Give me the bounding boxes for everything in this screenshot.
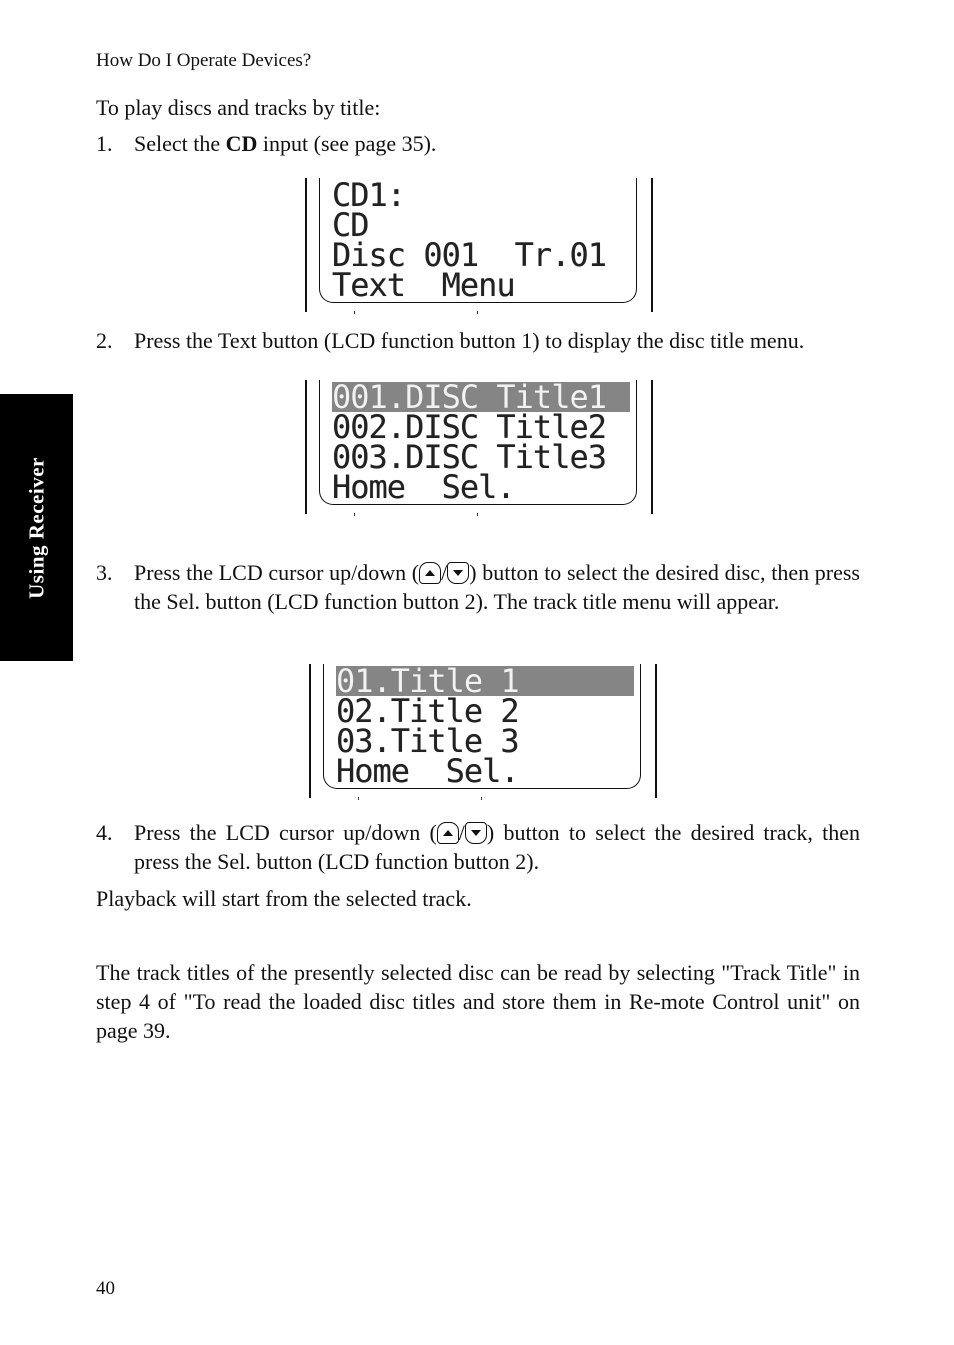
- running-header: How Do I Operate Devices?: [96, 50, 312, 71]
- lcd-display-disc-titles: 001.DISC Title1 002.DISC Title2 003.DISC…: [305, 380, 653, 516]
- step-number: 2.: [96, 328, 113, 353]
- step-1: 1. Select the CD input (see page 35).: [96, 129, 860, 158]
- step-number: 4.: [96, 820, 113, 845]
- function-button-2-mark: [477, 311, 478, 314]
- lcd-function-labels: Text Menu: [332, 266, 516, 304]
- playback-note: Playback will start from the selected tr…: [96, 886, 472, 911]
- lcd-line-selected: 001.DISC Title1: [332, 381, 630, 413]
- function-button-2-mark: [481, 797, 482, 800]
- lcd-frame-right: [651, 178, 653, 312]
- lcd-line: 02.Title 2: [336, 692, 520, 730]
- step-text: ) button to select the desired disc, the…: [134, 560, 860, 614]
- step-text: Press the LCD cursor up/down (: [134, 820, 437, 845]
- track-title-note: The track titles of the presently select…: [96, 960, 860, 1043]
- cursor-up-key-icon: [436, 822, 459, 844]
- separator: /: [441, 560, 448, 585]
- lcd-line: 003.DISC Title3: [332, 438, 607, 476]
- step-text: ) button to select the desired track, th…: [134, 820, 860, 874]
- step-text: Press the Text button (LCD function butt…: [134, 328, 805, 353]
- step-number: 3.: [96, 560, 113, 585]
- lcd-frame-left: [305, 178, 307, 312]
- function-button-2-mark: [477, 513, 478, 516]
- lcd-screen: CD1: CD Disc 001 Tr.01 Text Menu: [319, 178, 637, 303]
- side-tab-label: Using Receiver: [24, 456, 48, 599]
- separator: /: [458, 820, 465, 845]
- lcd-line: 002.DISC Title2: [332, 408, 607, 446]
- cursor-down-key-icon: [464, 822, 487, 844]
- lcd-screen: 01.Title 1 02.Title 2 03.Title 3 Home Se…: [323, 664, 641, 789]
- lcd-frame-right: [655, 664, 657, 798]
- lcd-display-cd: CD1: CD Disc 001 Tr.01 Text Menu: [305, 178, 653, 314]
- lcd-function-labels: Home Sel.: [332, 468, 516, 506]
- cursor-down-key-icon: [447, 562, 470, 584]
- cursor-up-key-icon: [419, 562, 442, 584]
- step-4: 4. Press the LCD cursor up/down ( /) butt…: [96, 818, 860, 876]
- function-button-1-mark: [358, 797, 359, 800]
- step-number: 1.: [96, 131, 113, 156]
- side-tab: Using Receiver: [0, 394, 73, 661]
- function-button-1-mark: [354, 513, 355, 516]
- lcd-frame-right: [651, 380, 653, 514]
- lcd-function-labels: Home Sel.: [336, 752, 520, 790]
- section-intro: To play discs and tracks by title:: [96, 95, 381, 120]
- step-2: 2. Press the Text button (LCD function b…: [96, 326, 860, 355]
- lcd-line: Disc 001 Tr.01: [332, 236, 607, 274]
- function-button-1-mark: [354, 311, 355, 314]
- cd-input-label: CD: [225, 131, 258, 156]
- lcd-line: 03.Title 3: [336, 722, 520, 760]
- lcd-display-track-titles: 01.Title 1 02.Title 2 03.Title 3 Home Se…: [309, 664, 657, 800]
- lcd-line: CD1:: [332, 176, 406, 214]
- lcd-line-selected: 01.Title 1: [336, 665, 634, 697]
- lcd-frame-left: [305, 380, 307, 514]
- step-text: Press the LCD cursor up/down (: [134, 560, 420, 585]
- page-number: 40: [96, 1278, 115, 1299]
- lcd-screen: 001.DISC Title1 002.DISC Title2 003.DISC…: [319, 380, 637, 505]
- step-text: input (see page 35).: [257, 131, 437, 156]
- step-3: 3. Press the LCD cursor up/down ( /) butt…: [96, 558, 860, 616]
- step-text: Select the: [134, 131, 226, 156]
- lcd-frame-left: [309, 664, 311, 798]
- lcd-line: CD: [332, 206, 370, 244]
